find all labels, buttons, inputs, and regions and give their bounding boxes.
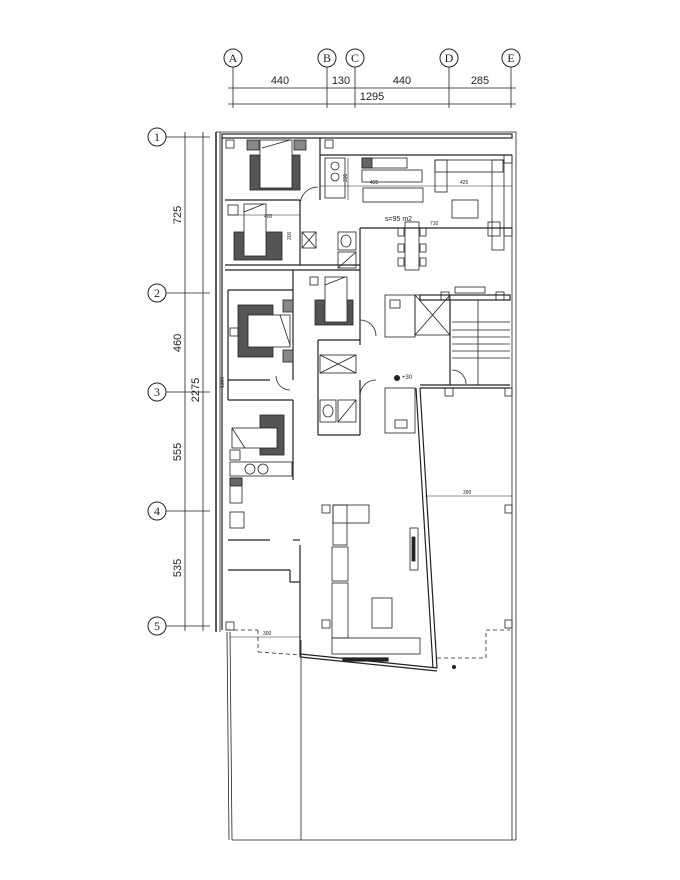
level-marker-icon [394,375,400,381]
grid-marker-5 [147,616,167,636]
dim-total-horizontal: 1295 [360,91,384,103]
wall-length-label: 1300 [220,377,226,388]
level-marker-icon-balcony [452,665,456,669]
grid-label-a: A [229,51,238,65]
kitchen-top [324,157,424,203]
grid-label-1: 1 [154,130,160,144]
area-label: s=95 m2 [385,216,412,223]
kitchen-width-label: 435 [370,180,379,186]
dim-3-4: 555 [172,443,184,461]
bathroom-2 [319,354,357,423]
plot-boundary [215,131,517,841]
balcony-width-label: 300 [263,631,272,637]
level-label: +30 [402,375,413,381]
bed-room-5 [229,414,285,461]
sofa-top-right [434,159,505,251]
walls [221,133,513,672]
wc-stair-side [384,294,451,434]
bed-room-4 [309,276,354,326]
living-sofa [331,504,421,655]
grid-label-4: 4 [154,504,160,518]
sofa-width-label: 425 [460,180,469,186]
bed-room-3 [237,299,294,363]
bedroom-width-label: 400 [264,214,273,220]
grid-marker-e [501,48,521,68]
grid-marker-3 [147,382,167,402]
balcony-outline [227,629,510,659]
dim-1-2: 725 [172,206,184,224]
grid-marker-2 [147,283,167,303]
grid-label-d: D [445,51,454,65]
top-grid-axis [223,48,521,108]
dim-a-b: 440 [271,75,289,87]
grid-marker-d [439,48,459,68]
grid-label-5: 5 [154,619,160,633]
grid-marker-4 [147,501,167,521]
dim-4-5: 535 [172,559,184,577]
grid-label-c: C [351,51,359,65]
grid-marker-1 [147,127,167,147]
kitchen-depth-label: 230 [343,173,349,182]
internal-dimensions [228,158,512,638]
grid-label-b: B [323,51,331,65]
grid-label-e: E [507,51,514,65]
dim-total-vertical: 2275 [190,378,202,402]
grid-marker-c [345,48,365,68]
dim-2-3: 460 [172,334,184,352]
grid-label-2: 2 [154,286,160,300]
bath-depth-label: 300 [287,231,293,240]
terrace-width-label: 390 [463,490,472,496]
grid-label-3: 3 [154,385,160,399]
dining-table [397,221,427,271]
dining-span-label: 710 [430,221,439,227]
grid-marker-b [317,48,337,68]
dim-c-d: 440 [393,75,411,87]
doors [275,186,467,396]
bed-room-2 [227,203,283,261]
left-grid-axis [147,127,210,636]
bathroom-1 [301,231,357,269]
dim-d-e: 285 [471,75,489,87]
kitchen-bottom [229,461,293,529]
grid-marker-a [223,48,243,68]
dim-b-c: 130 [332,75,350,87]
bed-master-top [246,139,307,191]
staircase [452,286,510,385]
